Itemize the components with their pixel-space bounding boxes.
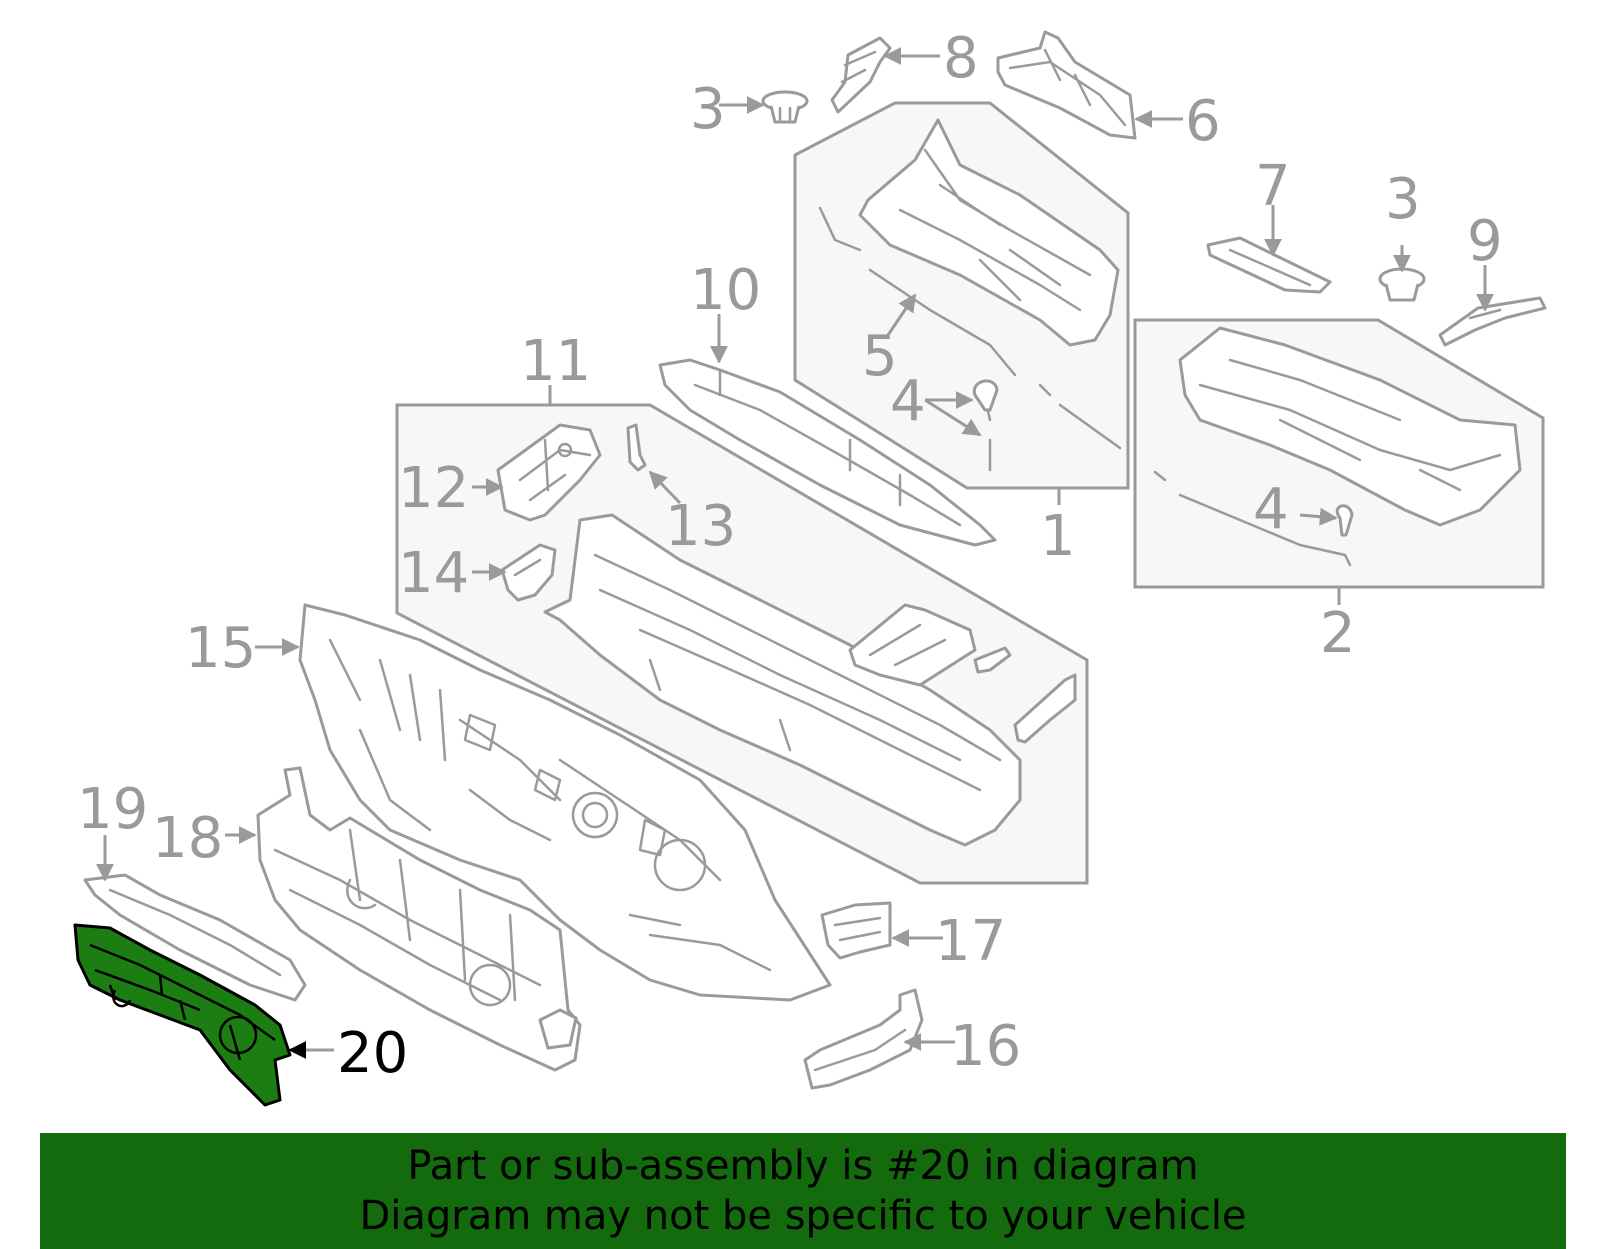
- callout-16: 16: [950, 1014, 1021, 1079]
- callout-4-box2: 4: [1253, 477, 1289, 542]
- part-20-highlighted[interactable]: [73, 923, 292, 1107]
- part-19[interactable]: [83, 873, 307, 1002]
- part-1-cowl-top[interactable]: [818, 118, 1122, 472]
- callout-2: 2: [1320, 601, 1356, 666]
- callout-6: 6: [1185, 89, 1221, 154]
- part-15-dash-panel[interactable]: [298, 603, 832, 1002]
- callout-15: 15: [185, 616, 256, 681]
- part-4-box1[interactable]: [972, 379, 999, 412]
- part-6[interactable]: [996, 30, 1137, 140]
- callout-1: 1: [1040, 504, 1076, 569]
- part-16[interactable]: [803, 988, 924, 1090]
- callout-5: 5: [862, 324, 898, 389]
- part-14[interactable]: [500, 543, 557, 602]
- banner-line-disclaimer: Diagram may not be specific to your vehi…: [359, 1193, 1247, 1239]
- callout-3-right: 3: [1385, 167, 1421, 232]
- part-12[interactable]: [496, 423, 602, 522]
- info-banner: Part or sub-assembly is #20 in diagram D…: [40, 1133, 1566, 1249]
- callout-11: 11: [520, 329, 591, 394]
- callout-9: 9: [1467, 209, 1503, 274]
- callout-20: 20: [337, 1021, 408, 1086]
- part-7[interactable]: [1206, 236, 1332, 294]
- callout-18: 18: [152, 806, 223, 871]
- part-3-clip-right[interactable]: [1378, 267, 1426, 302]
- part-18-insulator[interactable]: [256, 766, 582, 1072]
- part-9[interactable]: [1438, 296, 1547, 347]
- callout-14: 14: [398, 541, 469, 606]
- callout-3-top: 3: [690, 77, 726, 142]
- callout-4-box1: 4: [890, 369, 926, 434]
- leader-lines: [96, 47, 1494, 1059]
- part-8[interactable]: [830, 36, 892, 114]
- part-2-cowl-top-alt[interactable]: [1153, 326, 1522, 567]
- part-13[interactable]: [626, 423, 647, 472]
- callout-7: 7: [1255, 154, 1291, 219]
- part-17[interactable]: [820, 901, 892, 960]
- part-3-clip-top[interactable]: [761, 90, 809, 124]
- callout-17: 17: [935, 909, 1006, 974]
- callout-13: 13: [665, 494, 736, 559]
- callout-19: 19: [77, 777, 148, 842]
- parts-diagram: 3 8 6 7 3 9 10 5 4 1 4 2 11 12 13 14 15 …: [73, 26, 1547, 1107]
- part-11-dash-upper[interactable]: [543, 513, 1077, 847]
- callout-12: 12: [398, 456, 469, 521]
- callout-10: 10: [690, 258, 761, 323]
- banner-line-part: Part or sub-assembly is #20 in diagram: [407, 1143, 1199, 1189]
- part-10[interactable]: [658, 358, 997, 547]
- callout-8: 8: [943, 26, 979, 91]
